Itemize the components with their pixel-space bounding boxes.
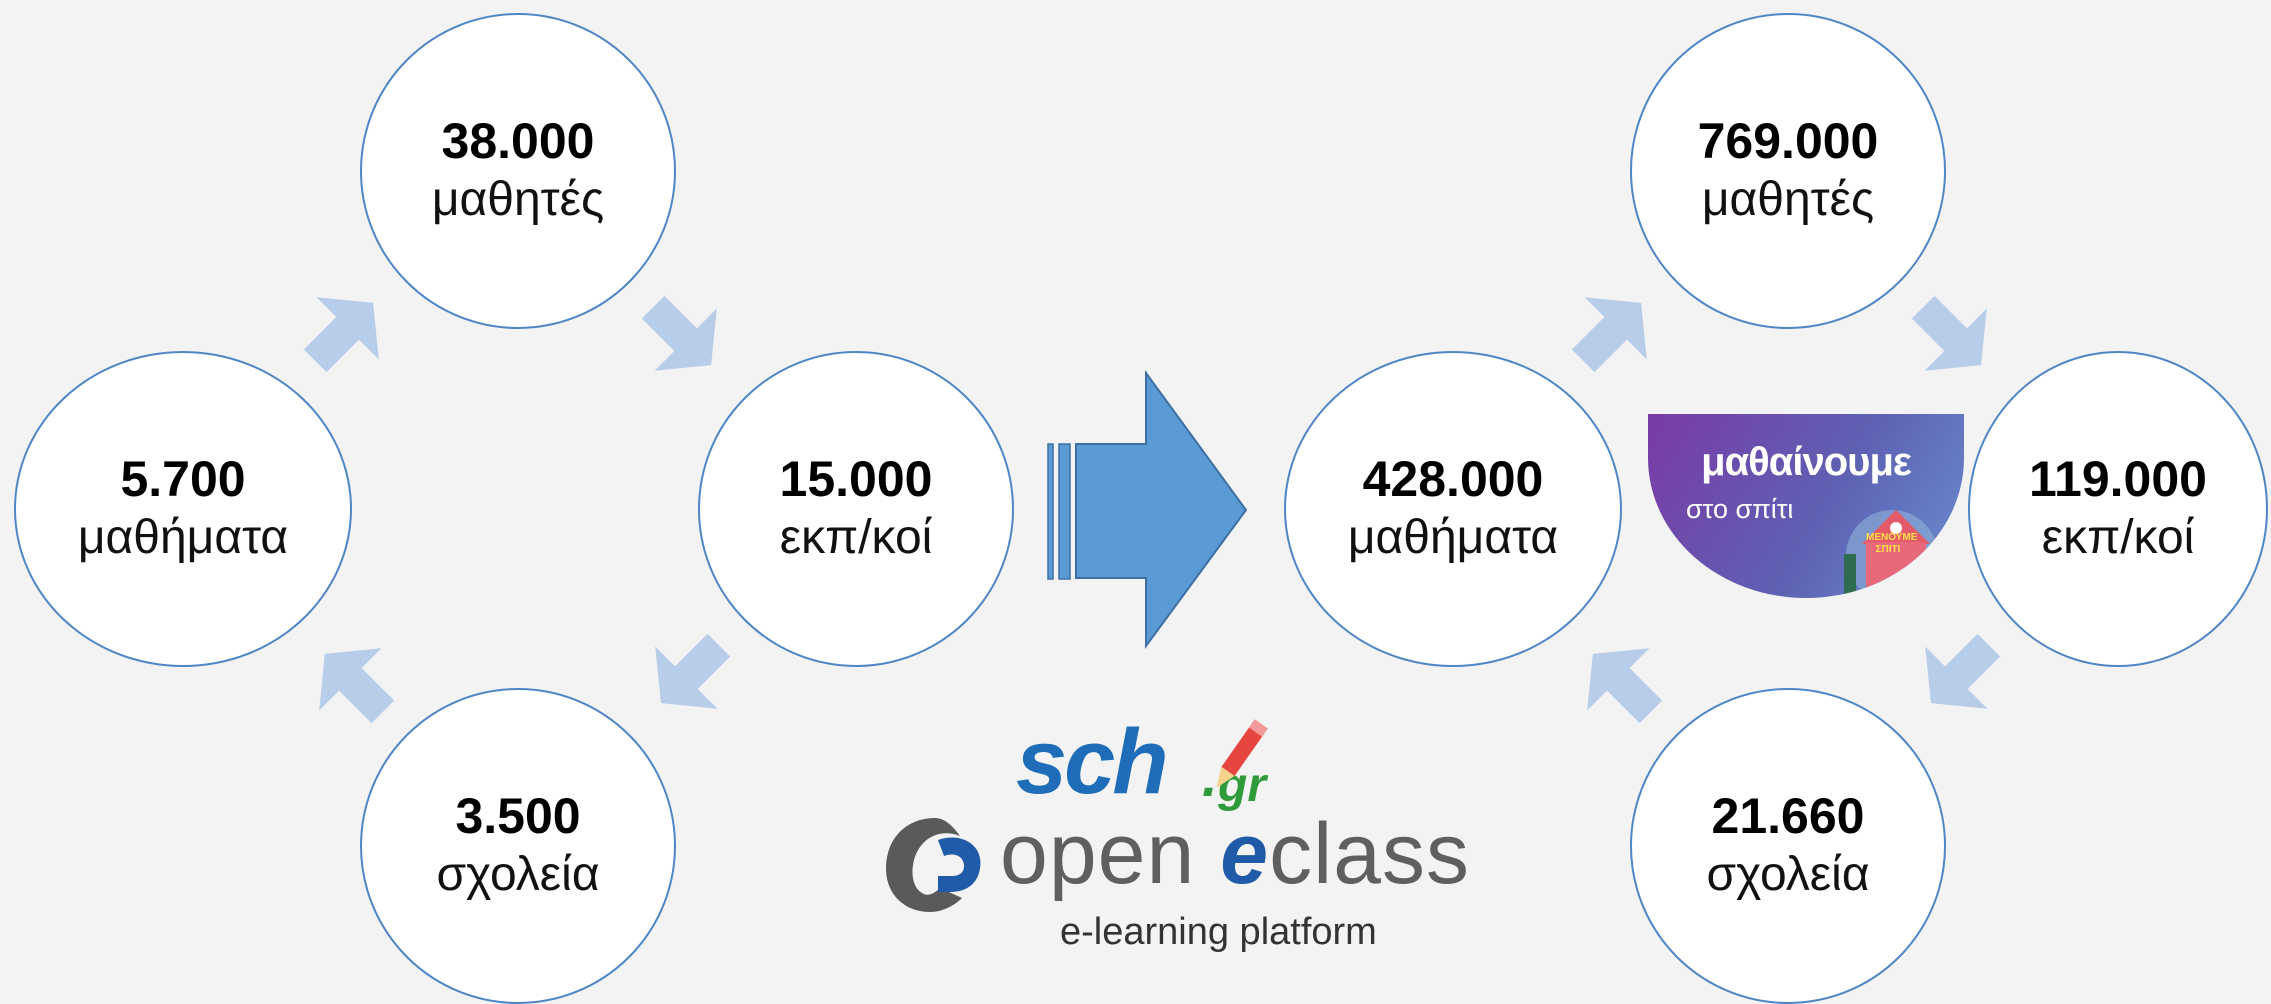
node-label: σχολεία: [1706, 847, 1870, 901]
banner-title: μαθαίνουμε: [1701, 440, 1912, 484]
arrow-icon: [1561, 622, 1682, 743]
node-label: εκπ/κοί: [779, 510, 933, 564]
node-label: μαθήματα: [1347, 510, 1559, 564]
arrow-icon: [284, 271, 405, 392]
arrow-icon: [293, 622, 414, 743]
after-students-node: 769.000 μαθητές: [1630, 13, 1946, 329]
pencil-icon: [1216, 719, 1268, 788]
node-label: μαθητές: [1701, 172, 1875, 226]
open-eclass-logo: open eclass e-learning platform: [880, 805, 1469, 965]
sch-logo-dot: .: [1202, 745, 1218, 808]
before-schools-node: 3.500 σχολεία: [360, 688, 676, 1004]
arrow-icon: [1899, 614, 2020, 735]
sch-gr-logo: sch . gr: [1016, 710, 1316, 820]
before-teachers-node: 15.000 εκπ/κοί: [698, 351, 1014, 667]
before-students-node: 38.000 μαθητές: [360, 13, 676, 329]
node-value: 5.700: [120, 451, 246, 508]
banner-badge: ΜΕΝΟΥΜΕ ΣΠΙΤΙ: [1866, 532, 1918, 555]
after-courses-node: 428.000 μαθήματα: [1284, 351, 1622, 667]
node-label: σχολεία: [436, 847, 600, 901]
learn-at-home-banner: μαθαίνουμε στο σπίτι ΜΕΝΟΥΜΕ ΣΠΙΤΙ: [1648, 414, 1964, 598]
sch-logo-text: sch: [1016, 711, 1169, 813]
after-schools-node: 21.660 σχολεία: [1630, 688, 1946, 1004]
before-courses-node: 5.700 μαθήματα: [14, 351, 352, 667]
big-right-arrow-icon: [1047, 369, 1248, 650]
house-icon: [1844, 510, 1938, 598]
arrow-icon: [629, 614, 750, 735]
node-value: 3.500: [455, 788, 581, 845]
node-value: 428.000: [1362, 451, 1544, 508]
arrow-icon: [1892, 276, 2013, 397]
node-value: 38.000: [441, 113, 595, 170]
eclass-e-text: e: [1220, 806, 1270, 902]
node-value: 15.000: [779, 451, 933, 508]
arrow-icon: [622, 276, 743, 397]
after-teachers-node: 119.000 εκπ/κοί: [1968, 351, 2268, 667]
node-value: 119.000: [2029, 451, 2207, 508]
eclass-tagline: e-learning platform: [1060, 911, 1377, 953]
node-value: 769.000: [1697, 113, 1879, 170]
node-label: μαθήματα: [77, 510, 289, 564]
node-value: 21.660: [1711, 788, 1865, 845]
eclass-wordmark: open eclass: [1000, 805, 1470, 904]
banner-subtitle: στο σπίτι: [1686, 494, 1794, 524]
node-label: μαθητές: [431, 172, 605, 226]
node-label: εκπ/κοί: [2041, 510, 2195, 564]
arrow-icon: [1552, 271, 1673, 392]
eclass-class-text: class: [1269, 806, 1470, 902]
eclass-open-text: open: [1000, 806, 1221, 902]
eclass-mark-icon: [886, 818, 981, 912]
